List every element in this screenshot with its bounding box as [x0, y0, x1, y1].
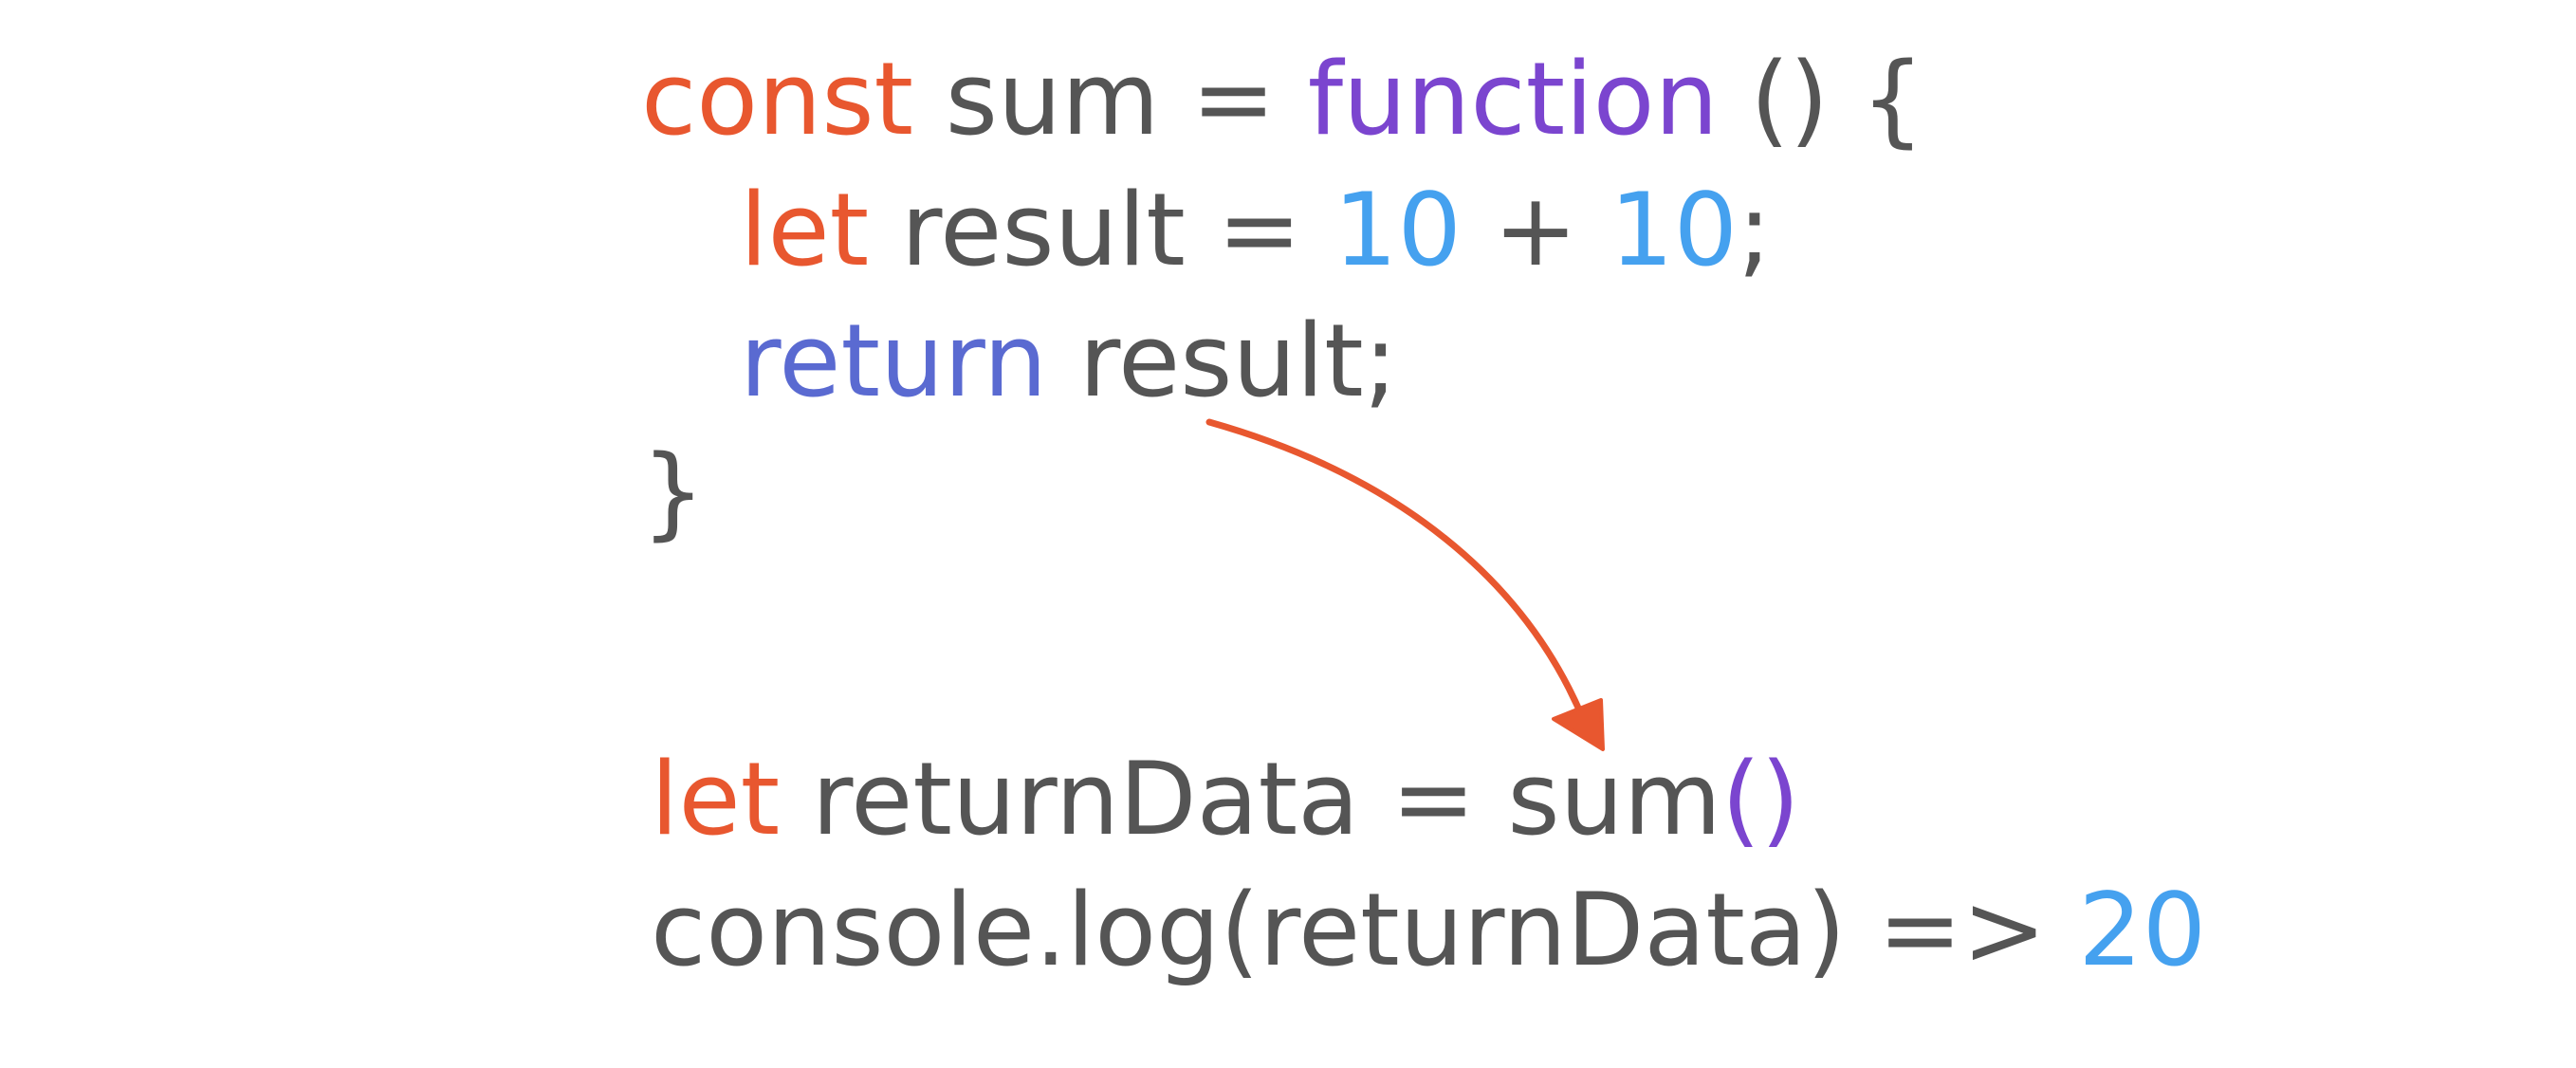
- sum-identifier: sum: [913, 41, 1192, 157]
- return-result-value: result;: [1047, 303, 1398, 419]
- let-keyword-returndata: let: [651, 741, 781, 857]
- result-assignment: result =: [869, 172, 1334, 288]
- code-line-function-declaration: const sum = function () {: [641, 49, 1924, 150]
- let-keyword: let: [740, 172, 870, 288]
- call-parentheses: (): [1721, 741, 1800, 857]
- close-brace: }: [641, 433, 706, 550]
- code-line-console-log: console.log(returnData) => 20: [651, 880, 2206, 981]
- output-value: 20: [2078, 872, 2207, 988]
- const-keyword: const: [641, 41, 914, 157]
- console-log-call: console.log(returnData) =>: [651, 872, 2079, 988]
- code-line-return: return result;: [740, 311, 1397, 412]
- return-keyword: return: [740, 303, 1048, 419]
- returndata-assignment: returnData = sum: [780, 741, 1722, 857]
- code-line-let-returndata: let returnData = sum(): [651, 749, 1800, 850]
- function-keyword: function: [1307, 41, 1719, 157]
- plus-operator: +: [1461, 172, 1610, 288]
- number-literal-first: 10: [1334, 172, 1462, 288]
- semicolon: ;: [1738, 172, 1772, 288]
- code-line-close-brace: }: [641, 442, 705, 543]
- code-line-let-result: let result = 10 + 10;: [740, 180, 1772, 281]
- number-literal-second: 10: [1610, 172, 1739, 288]
- assign-operator: =: [1191, 41, 1308, 157]
- function-params-open-brace: () {: [1718, 41, 1925, 157]
- arrow-curve: [1205, 418, 1590, 729]
